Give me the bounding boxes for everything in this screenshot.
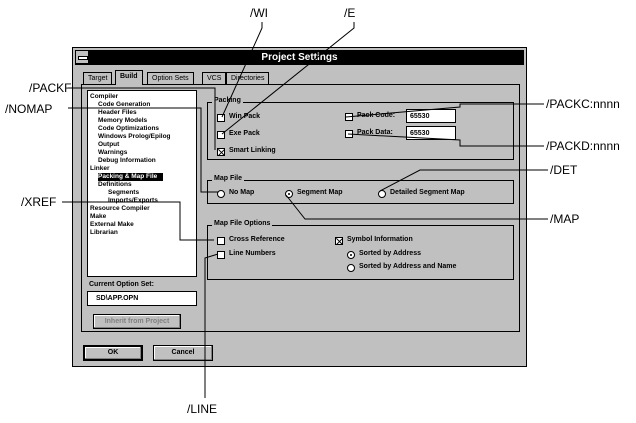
callout-det: /DET — [550, 163, 578, 177]
tree-item-header-files[interactable]: Header Files — [98, 109, 137, 116]
tree-item-imports-exports[interactable]: Imports/Exports — [108, 197, 158, 204]
callout-line: /LINE — [187, 402, 218, 416]
cross-reference-label: Cross Reference — [229, 236, 285, 243]
pack-data-label: Pack Data: — [357, 129, 393, 136]
tab-build[interactable]: Build — [115, 70, 143, 85]
cross-reference-checkbox[interactable] — [217, 237, 225, 245]
callout-xref: /XREF — [21, 195, 57, 209]
tree-item-memory-models[interactable]: Memory Models — [98, 117, 148, 124]
tree-item-compiler[interactable]: Compiler — [90, 93, 119, 100]
tree-item-resource-compiler[interactable]: Resource Compiler — [90, 205, 150, 212]
symbol-information-label: Symbol Information — [347, 236, 413, 243]
sorted-by-address-label: Sorted by Address — [359, 250, 421, 257]
smart-linking-label: Smart Linking — [229, 147, 276, 154]
win-pack-checkbox[interactable] — [217, 114, 225, 122]
tree-item-librarian[interactable]: Librarian — [90, 229, 118, 236]
tree-item-code-optimizations[interactable]: Code Optimizations — [98, 125, 160, 132]
project-settings-dialog: Project Settings Target Build Option Set… — [72, 47, 527, 367]
pack-code-checkbox[interactable] — [345, 113, 353, 121]
pack-code-label: Pack Code: — [357, 112, 396, 119]
tree-item-windows-prolog[interactable]: Windows Prolog/Epilog — [98, 133, 171, 140]
map-file-options-label: Map File Options — [212, 220, 273, 227]
segment-map-radio[interactable] — [285, 190, 293, 198]
detailed-segment-map-radio[interactable] — [378, 190, 386, 198]
detailed-segment-map-label: Detailed Segment Map — [390, 189, 465, 196]
ok-button[interactable]: OK — [83, 345, 143, 361]
no-map-label: No Map — [229, 189, 255, 196]
tree-item-code-generation[interactable]: Code Generation — [98, 101, 151, 108]
tab-directories[interactable]: Directories — [226, 72, 270, 84]
dialog-title: Project Settings — [261, 52, 338, 63]
tree-item-debug-information[interactable]: Debug Information — [98, 157, 156, 164]
cancel-button[interactable]: Cancel — [153, 345, 213, 361]
sorted-by-address-and-name-label: Sorted by Address and Name — [359, 263, 457, 270]
callout-packc: /PACKC:nnnn — [546, 97, 620, 111]
win-pack-label: Win Pack — [229, 113, 261, 120]
tree-item-warnings[interactable]: Warnings — [98, 149, 128, 156]
pack-code-input[interactable]: 65530 — [406, 109, 456, 123]
tab-option-sets[interactable]: Option Sets — [147, 72, 194, 84]
tree-item-packing-map-file[interactable]: Packing & Map File — [98, 173, 164, 181]
inherit-from-project-button[interactable]: Inherit from Project — [93, 314, 181, 329]
line-numbers-label: Line Numbers — [229, 250, 276, 257]
tree-item-segments[interactable]: Segments — [108, 189, 140, 196]
callout-packd: /PACKD:nnnn — [546, 139, 620, 153]
tab-target[interactable]: Target — [83, 72, 113, 84]
callout-nomap: /NOMAP — [5, 102, 53, 116]
pack-data-input[interactable]: 65530 — [406, 126, 456, 140]
tree-item-linker[interactable]: Linker — [90, 165, 110, 172]
title-bar: Project Settings — [75, 50, 524, 65]
tab-vcs[interactable]: VCS — [202, 72, 227, 84]
packing-group-label: Packing — [212, 97, 243, 104]
sorted-by-address-radio[interactable] — [347, 251, 355, 259]
callout-e: /E — [344, 6, 356, 20]
tree-item-external-make[interactable]: External Make — [90, 221, 134, 228]
segment-map-label: Segment Map — [297, 189, 343, 196]
options-tree[interactable]: Compiler Code Generation Header Files Me… — [87, 90, 197, 277]
exe-pack-label: Exe Pack — [229, 130, 260, 137]
tree-item-output[interactable]: Output — [98, 141, 120, 148]
current-option-set-label: Current Option Set: — [89, 281, 154, 288]
smart-linking-checkbox[interactable] — [217, 148, 225, 156]
map-file-group-label: Map File — [212, 175, 245, 182]
tree-item-make[interactable]: Make — [90, 213, 107, 220]
no-map-radio[interactable] — [217, 190, 225, 198]
symbol-information-checkbox[interactable] — [335, 237, 343, 245]
current-option-set-field: SD\APP.OPN — [87, 291, 197, 306]
system-menu-icon[interactable] — [75, 50, 89, 64]
line-numbers-checkbox[interactable] — [217, 251, 225, 259]
tree-item-definitions[interactable]: Definitions — [98, 181, 132, 188]
callout-packf: /PACKF — [29, 81, 72, 95]
sorted-by-address-and-name-radio[interactable] — [347, 264, 355, 272]
pack-data-checkbox[interactable] — [345, 130, 353, 138]
callout-wi: /WI — [250, 6, 268, 20]
exe-pack-checkbox[interactable] — [217, 131, 225, 139]
callout-map: /MAP — [550, 212, 580, 226]
map-file-options-group: Map File Options — [207, 220, 514, 280]
